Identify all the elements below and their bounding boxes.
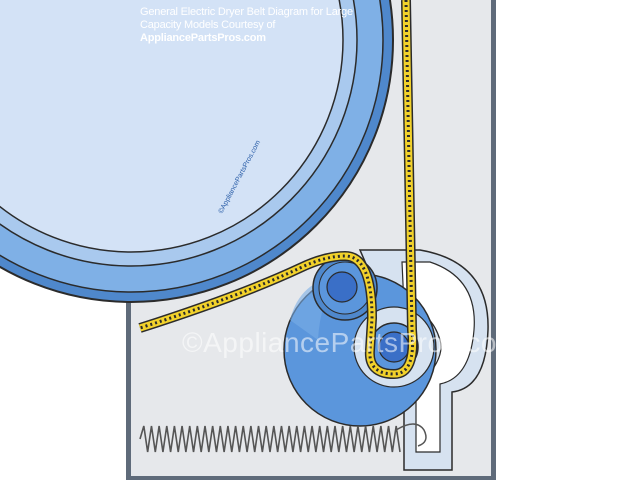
drum: ©AppliancePartsPros.com bbox=[0, 0, 394, 303]
caption-site: AppliancePartsPros.com bbox=[140, 32, 266, 44]
idler-spring bbox=[139, 425, 401, 453]
drum-face bbox=[0, 0, 344, 253]
idler-pulley-hub bbox=[326, 271, 358, 303]
watermark: ©AppliancePartsPros.com bbox=[182, 327, 521, 358]
spring-coil bbox=[139, 425, 401, 453]
idler-pulley bbox=[312, 255, 378, 321]
spring-hook bbox=[395, 423, 427, 447]
caption-line-2: Capacity Models Courtesy of bbox=[140, 19, 276, 31]
belt bbox=[138, 0, 418, 379]
diagram-caption: General Electric Dryer Belt Diagram for … bbox=[140, 6, 380, 45]
belt-body bbox=[138, 0, 417, 378]
caption-line-1: General Electric Dryer Belt Diagram for … bbox=[140, 6, 353, 18]
